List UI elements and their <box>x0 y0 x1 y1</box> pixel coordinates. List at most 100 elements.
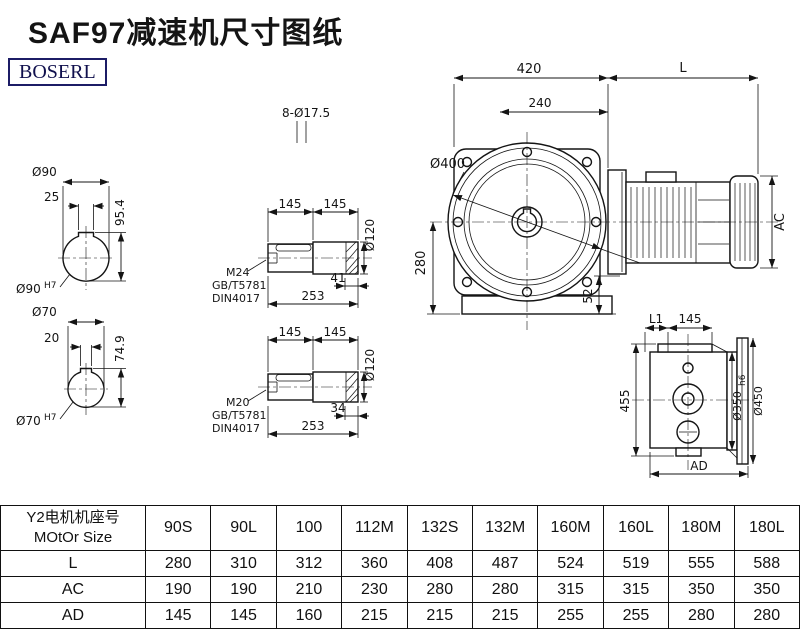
cell: 350 <box>668 576 735 603</box>
cell: 312 <box>275 550 343 577</box>
cell: 487 <box>471 550 539 577</box>
std-din4017b-label: DIN4017 <box>212 422 260 435</box>
dim-34-label: 34 <box>330 401 345 415</box>
dim-L-label: L <box>679 61 687 76</box>
dim-455-label: 455 <box>618 390 632 413</box>
brand-text: BOSERL <box>19 61 96 83</box>
cell: 210 <box>275 576 343 603</box>
bore-tol90-label: H7 <box>44 281 57 291</box>
table-row-AC: AC 190 190 210 230 280 280 315 315 350 3… <box>0 576 800 603</box>
dim-keywidth20-label: 20 <box>44 331 59 345</box>
dim-AD-label: AD <box>690 459 707 473</box>
dim-52-label: 52 <box>581 288 595 303</box>
bolt-hole <box>461 156 473 168</box>
page-title: SAF97减速机尺寸图纸 <box>28 17 344 50</box>
motor <box>607 169 759 275</box>
std-gbt5781-label: GB/T5781 <box>212 279 267 292</box>
motor-size-table: Y2电机机座号 MOtOr Size 90S 90L 100 112M 132S… <box>0 505 800 629</box>
std-gbt5781b-label: GB/T5781 <box>212 409 267 422</box>
dim-420-label: 420 <box>517 62 542 77</box>
motor-body <box>625 181 731 264</box>
header-motor-size-cn: Y2电机机座号 <box>26 508 120 526</box>
cell: 190 <box>210 576 277 603</box>
dim-AC-label: AC <box>773 213 788 231</box>
header-motor-size-en: MOtOr Size <box>33 529 113 546</box>
cell: 230 <box>341 576 408 603</box>
col-180M: 180M <box>668 505 735 551</box>
dim-boltholes-label: 8-Ø17.5 <box>282 106 330 120</box>
dim-145d-label: 145 <box>324 325 347 339</box>
cell: 524 <box>537 550 604 577</box>
cell: 408 <box>406 550 473 577</box>
bore-dia90-label: Ø90 <box>16 282 41 296</box>
dim-280-label: 280 <box>414 251 429 276</box>
side-top-step <box>657 343 713 353</box>
col-132M: 132M <box>471 505 539 551</box>
dim-749-label: 74.9 <box>113 335 127 362</box>
shaft-section-90: Ø90 25 95.4 Ø90 H7 <box>16 165 127 296</box>
cell: 315 <box>602 576 670 603</box>
input-shaft-view-m20: 145 145 Ø120 M20 GB/T5781 DIN4017 34 253 <box>212 325 377 438</box>
table-row-L: L 280 310 312 360 408 487 524 519 555 58… <box>0 550 800 577</box>
dim-253b-label: 253 <box>302 419 325 433</box>
dim-145b-label: 145 <box>324 197 347 211</box>
thread-m20-label: M20 <box>226 396 250 409</box>
row-label-AC: AC <box>0 576 146 603</box>
bottom-boss <box>675 447 702 457</box>
dim-dia70-label: Ø70 <box>32 305 57 319</box>
col-112M: 112M <box>341 505 408 551</box>
input-shaft-view-m24: 145 145 Ø120 M24 GB/T5781 DIN4017 41 253 <box>212 197 377 308</box>
brand-logo: BOSERL <box>8 58 107 86</box>
cell: 310 <box>210 550 277 577</box>
col-160M: 160M <box>537 505 604 551</box>
shaft-section-70: Ø70 20 74.9 Ø70 H7 <box>16 305 127 428</box>
side-view: L1 145 455 Ø350 h6 Ø450 AD <box>618 312 765 478</box>
front-view: Ø400 420 L 240 8-Ø17.5 280 52 AC <box>282 61 788 330</box>
cell: 280 <box>406 576 473 603</box>
cell: 315 <box>537 576 604 603</box>
std-din4017-label: DIN4017 <box>212 292 260 305</box>
dim-954-label: 95.4 <box>113 199 127 226</box>
dim-145e-label: 145 <box>679 312 702 326</box>
motor-terminal-box <box>645 171 677 183</box>
cell: 190 <box>144 576 212 603</box>
col-132S: 132S <box>406 505 473 551</box>
dim-dia120-label: Ø120 <box>363 219 377 251</box>
dim-keywidth25-label: 25 <box>44 190 59 204</box>
col-160L: 160L <box>602 505 670 551</box>
side-flange <box>736 337 749 465</box>
technical-drawing: Ø90 25 95.4 Ø90 H7 Ø70 20 74.9 Ø70 H7 <box>16 61 788 478</box>
col-90S: 90S <box>144 505 212 551</box>
dim-dia90-label: Ø90 <box>32 165 57 179</box>
cell: 588 <box>733 550 800 577</box>
dim-dia400-label: Ø400 <box>430 157 465 172</box>
bore-tol70-label: H7 <box>44 413 57 423</box>
col-180L: 180L <box>733 505 800 551</box>
cell: 555 <box>668 550 735 577</box>
cell: 350 <box>733 576 800 603</box>
bolt-hole <box>461 276 473 288</box>
cell: 280 <box>144 550 212 577</box>
dim-253a-label: 253 <box>302 289 325 303</box>
dim-145c-label: 145 <box>279 325 302 339</box>
bolt-hole <box>581 156 593 168</box>
col-100: 100 <box>275 505 343 551</box>
dim-dia120b-label: Ø120 <box>363 349 377 381</box>
dim-dia350-label: Ø350 <box>731 391 744 421</box>
dim-dia450-label: Ø450 <box>752 386 765 416</box>
bore-dia70-label: Ø70 <box>16 414 41 428</box>
header-motor-size: Y2电机机座号 MOtOr Size <box>0 505 146 551</box>
dim-dia350-tol-label: h6 <box>738 374 748 386</box>
dim-145a-label: 145 <box>279 197 302 211</box>
cell: 360 <box>341 550 408 577</box>
row-label-L: L <box>0 550 146 577</box>
col-90L: 90L <box>210 505 277 551</box>
cell: 519 <box>602 550 670 577</box>
bolt-hole <box>581 276 593 288</box>
table-header-row: Y2电机机座号 MOtOr Size 90S 90L 100 112M 132S… <box>0 505 800 551</box>
thread-m24-label: M24 <box>226 266 250 279</box>
dim-L1-label: L1 <box>649 312 663 326</box>
cell: 280 <box>471 576 539 603</box>
dim-41-label: 41 <box>330 271 345 285</box>
dim-240-label: 240 <box>529 96 552 110</box>
